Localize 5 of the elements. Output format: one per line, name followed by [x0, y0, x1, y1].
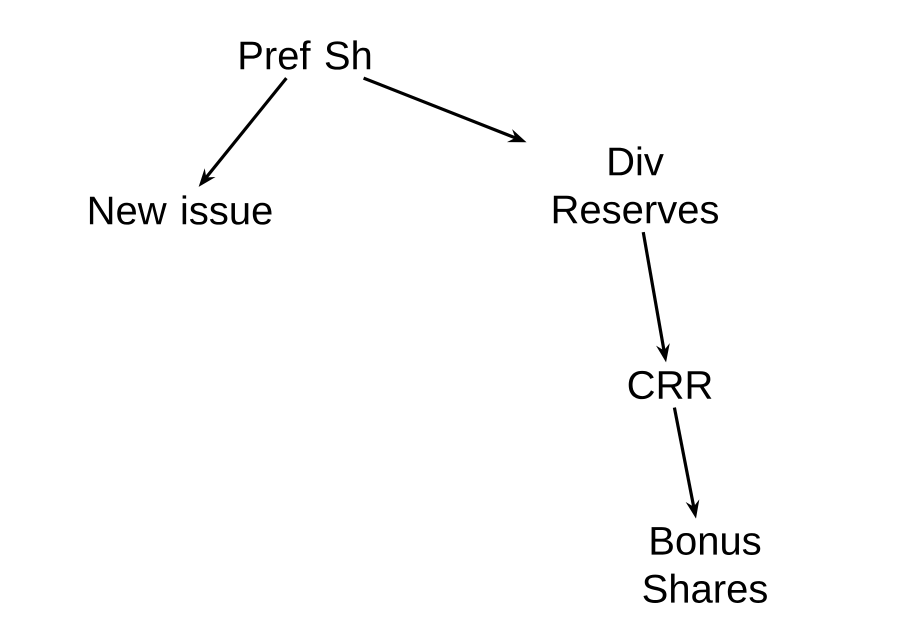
text-label: CRR [628, 370, 712, 400]
text-label: Bonus Shares [643, 527, 767, 603]
text-label: Div Reserves [554, 146, 718, 224]
text-label: Pref Sh [240, 40, 370, 70]
text-label: New issue [90, 195, 272, 225]
